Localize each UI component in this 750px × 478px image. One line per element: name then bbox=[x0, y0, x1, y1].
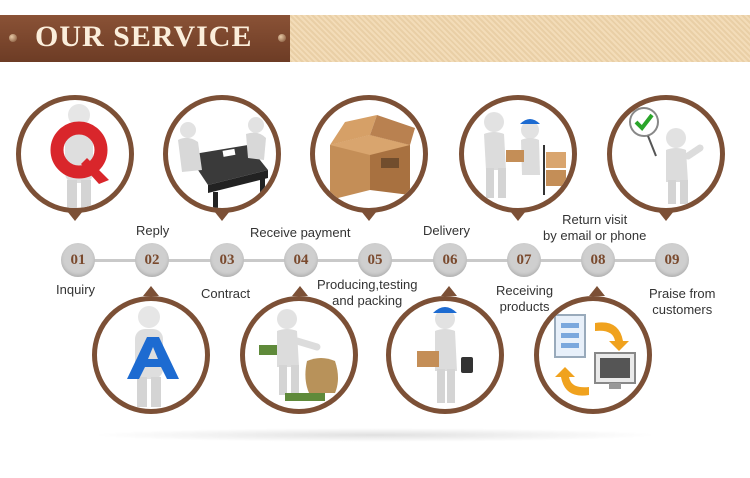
step-node: 07 bbox=[507, 243, 541, 277]
payment-circle bbox=[240, 296, 358, 414]
rivet-icon bbox=[9, 34, 17, 42]
step-label-line2: by email or phone bbox=[543, 228, 647, 243]
step-label-inquiry: Inquiry bbox=[56, 282, 96, 297]
meeting-table-icon bbox=[178, 117, 268, 208]
step-label-line1: Return visit bbox=[562, 212, 628, 227]
step-label-reply: Reply bbox=[136, 223, 170, 238]
step-label-line2: customers bbox=[652, 302, 713, 317]
praise-circle bbox=[607, 95, 725, 213]
step-node: 05 bbox=[358, 243, 392, 277]
step-node: 06 bbox=[433, 243, 467, 277]
step-label-praise: Praise from customers bbox=[649, 286, 715, 318]
step-label-line1: Receiving bbox=[496, 283, 554, 298]
step-label-line1: Praise from bbox=[649, 286, 716, 301]
floor-shadow bbox=[90, 428, 660, 442]
pointer bbox=[143, 286, 159, 296]
step-node: 03 bbox=[210, 243, 244, 277]
reply-circle bbox=[92, 296, 210, 414]
cardboard-box-icon bbox=[330, 115, 415, 200]
pointer bbox=[510, 211, 526, 221]
step-label-return-visit: Return visit by email or phone bbox=[543, 212, 646, 244]
page-title: OUR SERVICE bbox=[35, 20, 253, 53]
step-label-receive-payment: Receive payment bbox=[250, 225, 351, 240]
step-node: 08 bbox=[581, 243, 615, 277]
a-letter-person-icon bbox=[127, 306, 179, 407]
step-label-contract: Contract bbox=[201, 286, 251, 301]
step-label-line2: products bbox=[499, 299, 550, 314]
money-bag-person-icon bbox=[259, 309, 338, 401]
step-label-line1: Producing,testing bbox=[317, 277, 418, 292]
step-label-producing: Producing,testing and packing bbox=[317, 277, 417, 309]
document-monitor-icon bbox=[554, 314, 636, 396]
handover-delivery-icon bbox=[484, 112, 566, 198]
step-node: 01 bbox=[61, 243, 95, 277]
pointer bbox=[67, 211, 83, 221]
banner-leather bbox=[0, 15, 320, 62]
contract-circle bbox=[163, 95, 281, 213]
step-label-line2: and packing bbox=[332, 293, 403, 308]
rivet-icon bbox=[278, 34, 286, 42]
pointer bbox=[214, 211, 230, 221]
step-label-delivery: Delivery bbox=[423, 223, 470, 238]
step-node: 04 bbox=[284, 243, 318, 277]
return-visit-circle bbox=[534, 296, 652, 414]
header-banner: OUR SERVICE bbox=[0, 15, 750, 62]
pointer bbox=[292, 286, 308, 296]
receiving-circle bbox=[459, 95, 577, 213]
banner-texture bbox=[290, 15, 750, 62]
delivery-circle bbox=[386, 296, 504, 414]
pointer bbox=[441, 286, 457, 296]
inquiry-circle bbox=[16, 95, 134, 213]
step-node: 09 bbox=[655, 243, 689, 277]
q-letter-person-icon bbox=[50, 104, 109, 208]
checkmark-sign-person-icon bbox=[629, 107, 704, 204]
step-label-receiving: Receiving products bbox=[496, 283, 553, 315]
courier-person-icon bbox=[417, 307, 473, 403]
step-node: 02 bbox=[135, 243, 169, 277]
packing-circle bbox=[310, 95, 428, 213]
pointer bbox=[361, 211, 377, 221]
pointer bbox=[658, 211, 674, 221]
pointer bbox=[589, 286, 605, 296]
